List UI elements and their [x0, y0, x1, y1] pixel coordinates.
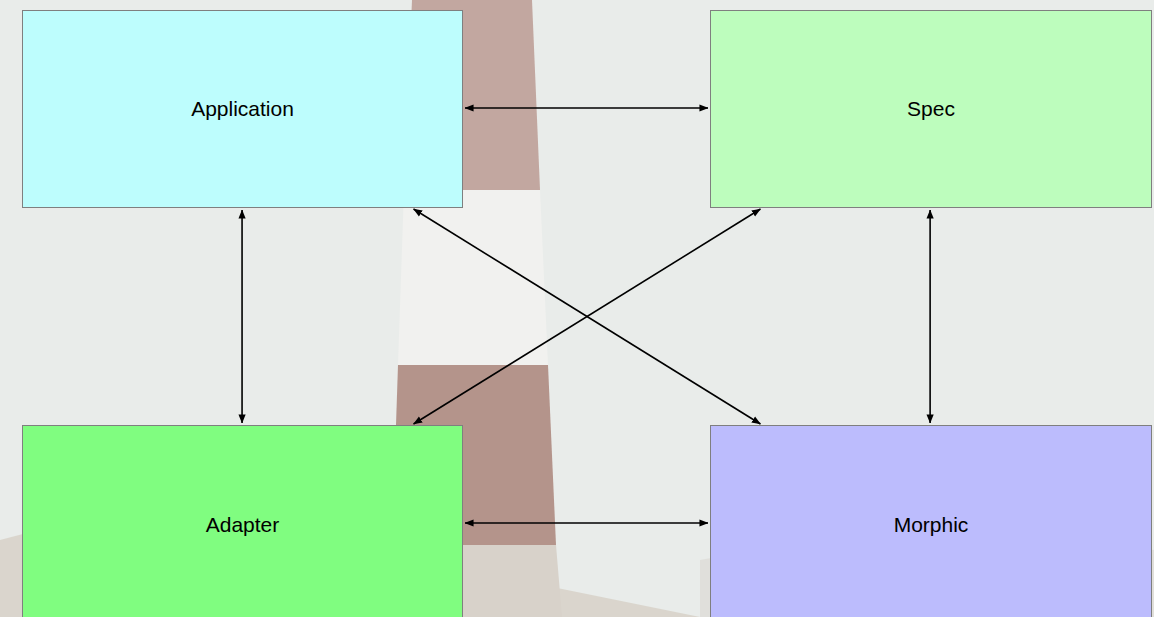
double-arrow — [414, 209, 761, 424]
process-box: Application — [22, 10, 463, 208]
process-box: Morphic — [710, 425, 1152, 617]
process-box: Adapter — [22, 425, 463, 617]
double-arrow — [465, 107, 708, 109]
box-label: Adapter — [206, 513, 280, 537]
double-arrow — [241, 210, 243, 423]
double-arrow — [414, 209, 761, 424]
double-arrow — [929, 210, 931, 423]
box-label: Application — [191, 97, 294, 121]
process-box: Spec — [710, 10, 1152, 208]
double-arrow — [465, 522, 708, 524]
box-label: Spec — [907, 97, 955, 121]
box-label: Morphic — [894, 513, 969, 537]
